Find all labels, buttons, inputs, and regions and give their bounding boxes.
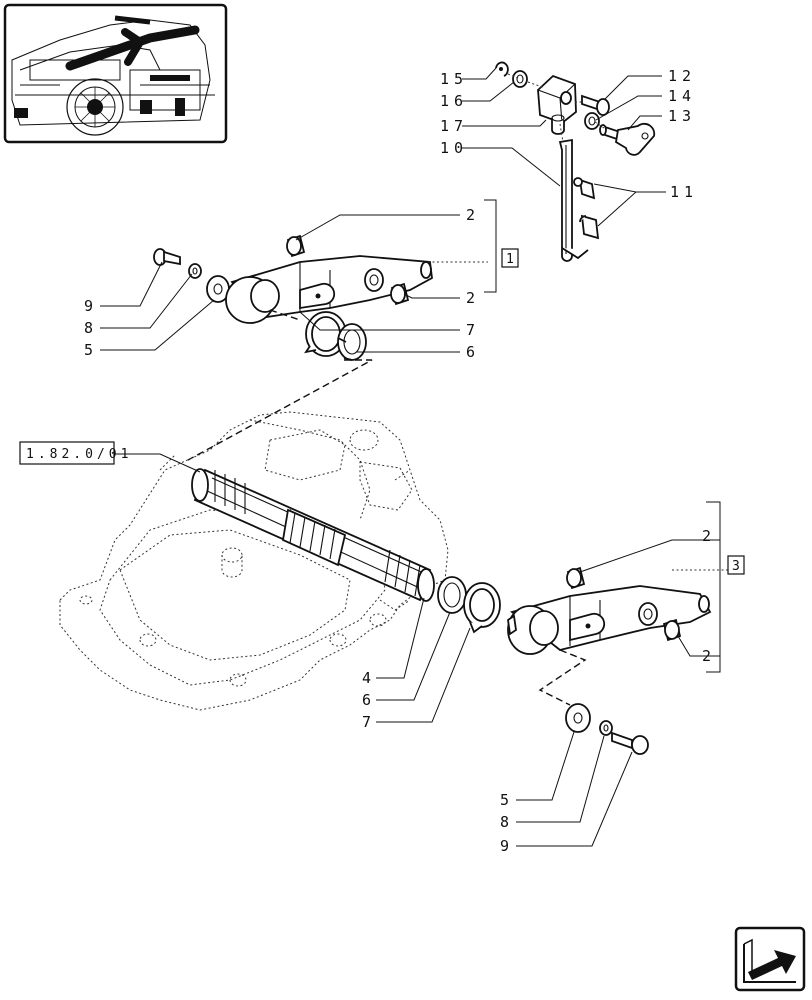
callout-labels: 15 16 17 10 12 14 13 11 2 2 9 8 5 7 6 2 … [84, 67, 716, 855]
part-7-snap-ring-lower [463, 582, 501, 634]
part-2-bushing-lower-b [662, 618, 682, 642]
callout-2-lower-a: 2 [702, 527, 716, 545]
part-16-washer [512, 70, 528, 88]
callout-8-upper: 8 [84, 319, 98, 337]
valve-assembly [495, 61, 656, 262]
callout-13: 13 [668, 107, 696, 125]
part-6-seal-lower [437, 576, 467, 614]
part-10-rod [558, 138, 589, 262]
callout-14: 14 [668, 87, 696, 105]
callout-2-upper-a: 2 [466, 206, 480, 224]
upper-lift-arm-assembly [153, 234, 433, 461]
callout-15: 15 [440, 70, 468, 88]
cross-reference-label: 1.82.0/01 [26, 447, 132, 462]
callout-12: 12 [668, 67, 696, 85]
part-12-bolt [581, 94, 610, 116]
callout-8-lower: 8 [500, 813, 514, 831]
part-8-washer-lower [599, 720, 613, 736]
part-11-clips [573, 177, 600, 240]
part-2-bushing-upper-a [286, 234, 306, 258]
callout-2-upper-b: 2 [466, 289, 480, 307]
callout-10: 10 [440, 139, 468, 157]
callout-6-lower: 6 [362, 691, 376, 709]
callout-6-upper: 6 [466, 343, 480, 361]
part-13-lever [599, 122, 656, 156]
callout-11: 11 [670, 183, 698, 201]
leader-lines [100, 67, 730, 847]
tractor-location-thumbnail[interactable] [3, 3, 228, 144]
part-5-cap-lower [565, 703, 591, 733]
part-14-washer [584, 112, 600, 130]
svg-text:3: 3 [732, 559, 744, 574]
callout-16: 16 [440, 92, 468, 110]
lower-lift-arm-assembly [437, 566, 712, 755]
part-6-seal-upper [337, 323, 367, 361]
part-2-bushing-upper-b [390, 282, 410, 306]
callout-9-lower: 9 [500, 837, 514, 855]
group-ref-1: 1 [501, 248, 519, 268]
callout-5-upper: 5 [84, 341, 98, 359]
group-ref-3: 3 [727, 555, 745, 575]
cross-reference-link[interactable]: 1.82.0/01 [19, 441, 132, 465]
part-9-bolt-upper [153, 248, 181, 266]
next-page-arrow-icon[interactable] [734, 926, 806, 992]
part-3-lift-arm-lower [507, 585, 712, 655]
part-17-valve-body [537, 74, 577, 135]
svg-text:1: 1 [506, 252, 518, 267]
callout-4: 4 [362, 669, 376, 687]
part-2-bushing-lower-a [566, 566, 586, 590]
callout-9-upper: 9 [84, 297, 98, 315]
callout-7-upper: 7 [466, 321, 480, 339]
part-15-circlip [495, 61, 509, 77]
part-9-bolt-lower [611, 731, 649, 755]
callout-2-lower-b: 2 [702, 647, 716, 665]
callout-17: 17 [440, 117, 468, 135]
part-1-lift-arm-upper [225, 255, 433, 324]
callout-5-lower: 5 [500, 791, 514, 809]
callout-7-lower: 7 [362, 713, 376, 731]
part-4-cross-shaft [191, 468, 435, 602]
